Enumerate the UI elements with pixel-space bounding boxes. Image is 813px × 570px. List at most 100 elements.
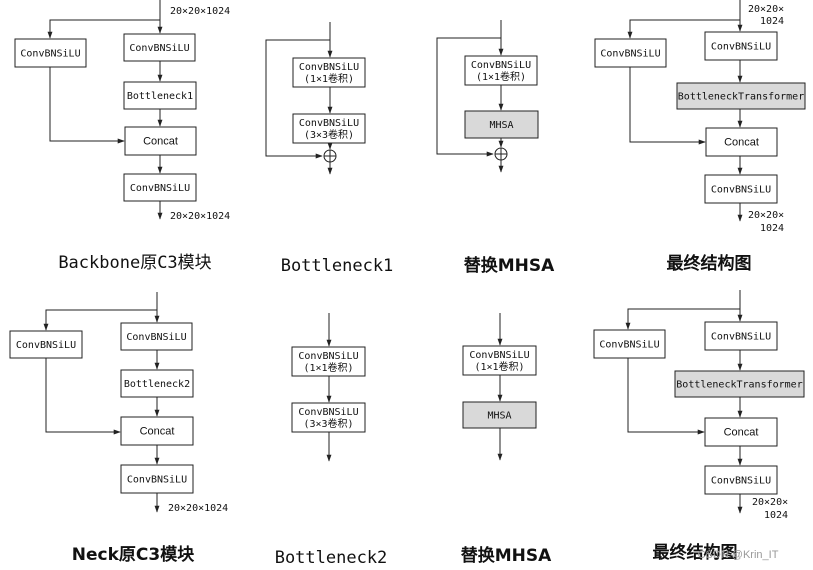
- caption-replace-mhsa-top: 替换MHSA: [464, 255, 555, 276]
- svg-text:BottleneckTransformer: BottleneckTransformer: [676, 380, 802, 391]
- edge-split-left: [627, 19, 740, 39]
- svg-text:(3×3卷积): (3×3卷积): [304, 128, 354, 141]
- svg-text:ConvBNSiLU: ConvBNSiLU: [130, 183, 190, 194]
- add-operator-icon: [323, 149, 337, 163]
- svg-text:(1×1卷积): (1×1卷积): [303, 361, 353, 374]
- output-dim-label-a: 20×20×: [752, 497, 788, 508]
- edge-residual: [436, 37, 501, 157]
- node-conv-right: ConvBNSiLU: [704, 321, 778, 351]
- node-conv-1x1: ConvBNSiLU (1×1卷积): [291, 346, 366, 377]
- node-conv-3x3: ConvBNSiLU (3×3卷积): [292, 113, 366, 144]
- node-mhsa: MHSA: [464, 110, 539, 139]
- panel-replace-mhsa-top: ConvBNSiLU (1×1卷积) MHSA 替换MHSA: [436, 20, 555, 276]
- svg-text:ConvBNSiLU: ConvBNSiLU: [299, 118, 359, 129]
- svg-text:(1×1卷积): (1×1卷积): [474, 360, 524, 373]
- edge-split-left: [43, 309, 157, 331]
- caption-backbone: Backbone原C3模块: [58, 253, 211, 273]
- node-conv-1x1: ConvBNSiLU (1×1卷积): [464, 55, 538, 86]
- svg-text:Concat: Concat: [724, 427, 759, 439]
- node-bottleneck-transformer: BottleneckTransformer: [676, 82, 806, 110]
- node-conv-1x1: ConvBNSiLU (1×1卷积): [292, 57, 366, 88]
- svg-text:ConvBNSiLU: ConvBNSiLU: [711, 476, 771, 487]
- node-conv-1x1: ConvBNSiLU (1×1卷积): [462, 345, 537, 376]
- edge-conv-left-to-concat: [627, 358, 705, 435]
- caption-replace-mhsa-bottom: 替换MHSA: [461, 545, 552, 566]
- svg-text:BottleneckTransformer: BottleneckTransformer: [678, 92, 804, 103]
- caption-final-bottom: 最终结构图: [653, 542, 738, 563]
- output-dim-label-b: 1024: [764, 510, 788, 521]
- node-conv-out: ConvBNSiLU: [123, 173, 197, 202]
- panel-neck-c3: ConvBNSiLU ConvBNSiLU Bottleneck2 Concat…: [9, 292, 228, 565]
- edge-conv-left-to-concat: [45, 358, 121, 435]
- svg-text:ConvBNSiLU: ConvBNSiLU: [20, 49, 80, 60]
- svg-text:ConvBNSiLU: ConvBNSiLU: [129, 43, 189, 54]
- svg-text:(1×1卷积): (1×1卷积): [304, 72, 354, 85]
- node-conv-left: ConvBNSiLU: [14, 38, 87, 68]
- svg-text:Bottleneck2: Bottleneck2: [124, 379, 190, 390]
- add-operator-icon: [494, 147, 508, 161]
- svg-text:ConvBNSiLU: ConvBNSiLU: [127, 475, 187, 486]
- output-dim-label-b: 1024: [760, 223, 784, 234]
- svg-text:ConvBNSiLU: ConvBNSiLU: [16, 340, 76, 351]
- edge-conv-left-to-concat: [629, 67, 706, 145]
- output-dim-label: 20×20×1024: [168, 503, 228, 514]
- svg-text:(1×1卷积): (1×1卷积): [476, 70, 526, 83]
- node-conv-3x3: ConvBNSiLU (3×3卷积): [291, 402, 366, 433]
- svg-text:ConvBNSiLU: ConvBNSiLU: [711, 185, 771, 196]
- node-conv-out: ConvBNSiLU: [120, 464, 194, 494]
- svg-text:ConvBNSiLU: ConvBNSiLU: [298, 407, 358, 418]
- node-conv-right: ConvBNSiLU: [704, 31, 778, 61]
- caption-bottleneck2: Bottleneck2: [275, 548, 388, 568]
- svg-text:MHSA: MHSA: [487, 411, 511, 422]
- edge-residual: [265, 39, 330, 159]
- panel-bottleneck2: ConvBNSiLU (1×1卷积) ConvBNSiLU (3×3卷积) Bo…: [275, 313, 388, 568]
- panel-bottleneck1: ConvBNSiLU (1×1卷积) ConvBNSiLU (3×3卷积) Bo…: [265, 22, 394, 276]
- output-dim-label-a: 20×20×: [748, 210, 784, 221]
- caption-final-top: 最终结构图: [667, 253, 752, 274]
- node-conv-out: ConvBNSiLU: [704, 174, 778, 204]
- panel-replace-mhsa-bottom: ConvBNSiLU (1×1卷积) MHSA 替换MHSA: [461, 313, 552, 566]
- svg-text:ConvBNSiLU: ConvBNSiLU: [469, 350, 529, 361]
- output-dim-label: 20×20×1024: [170, 211, 230, 222]
- svg-text:Bottleneck1: Bottleneck1: [127, 91, 193, 102]
- node-conv-left: ConvBNSiLU: [593, 329, 666, 359]
- watermark: CSDN @Krin_IT: [698, 549, 779, 561]
- svg-text:Concat: Concat: [724, 137, 759, 149]
- svg-text:ConvBNSiLU: ConvBNSiLU: [299, 62, 359, 73]
- svg-text:ConvBNSiLU: ConvBNSiLU: [711, 332, 771, 343]
- node-concat: Concat: [120, 416, 194, 446]
- node-concat: Concat: [704, 417, 778, 447]
- edge-conv-left-to-concat: [49, 67, 125, 144]
- node-bottleneck1: Bottleneck1: [123, 81, 197, 110]
- input-dim-label-b: 1024: [760, 16, 784, 27]
- svg-text:ConvBNSiLU: ConvBNSiLU: [711, 42, 771, 53]
- node-conv-left: ConvBNSiLU: [9, 330, 83, 359]
- node-bottleneck2: Bottleneck2: [120, 369, 194, 398]
- node-conv-right: ConvBNSiLU: [123, 33, 196, 62]
- svg-text:ConvBNSiLU: ConvBNSiLU: [599, 340, 659, 351]
- node-bottleneck-transformer: BottleneckTransformer: [674, 370, 805, 398]
- edge-split-left: [47, 0, 161, 39]
- svg-text:ConvBNSiLU: ConvBNSiLU: [126, 332, 186, 343]
- input-dim-label: 20×20×1024: [170, 6, 230, 17]
- svg-text:Concat: Concat: [140, 426, 175, 438]
- node-mhsa: MHSA: [462, 401, 537, 429]
- caption-bottleneck1: Bottleneck1: [281, 256, 394, 276]
- panel-backbone-c3: 20×20×1024 ConvBNSiLU ConvBNSiLU Bottlen…: [14, 0, 230, 273]
- svg-text:(3×3卷积): (3×3卷积): [303, 417, 353, 430]
- node-conv-out: ConvBNSiLU: [704, 465, 778, 495]
- panel-final-bottom: ConvBNSiLU ConvBNSiLU BottleneckTransfor…: [593, 290, 805, 563]
- edge-split-left: [625, 308, 740, 330]
- node-concat: Concat: [705, 127, 778, 157]
- node-conv-left: ConvBNSiLU: [594, 38, 667, 68]
- input-dim-label-a: 20×20×: [748, 4, 784, 15]
- svg-text:MHSA: MHSA: [489, 120, 513, 131]
- svg-text:ConvBNSiLU: ConvBNSiLU: [600, 49, 660, 60]
- svg-text:ConvBNSiLU: ConvBNSiLU: [471, 60, 531, 71]
- svg-text:Concat: Concat: [143, 136, 178, 148]
- node-concat: Concat: [124, 126, 197, 156]
- node-conv-right: ConvBNSiLU: [120, 322, 193, 351]
- svg-text:ConvBNSiLU: ConvBNSiLU: [298, 351, 358, 362]
- caption-neck: Neck原C3模块: [72, 544, 195, 565]
